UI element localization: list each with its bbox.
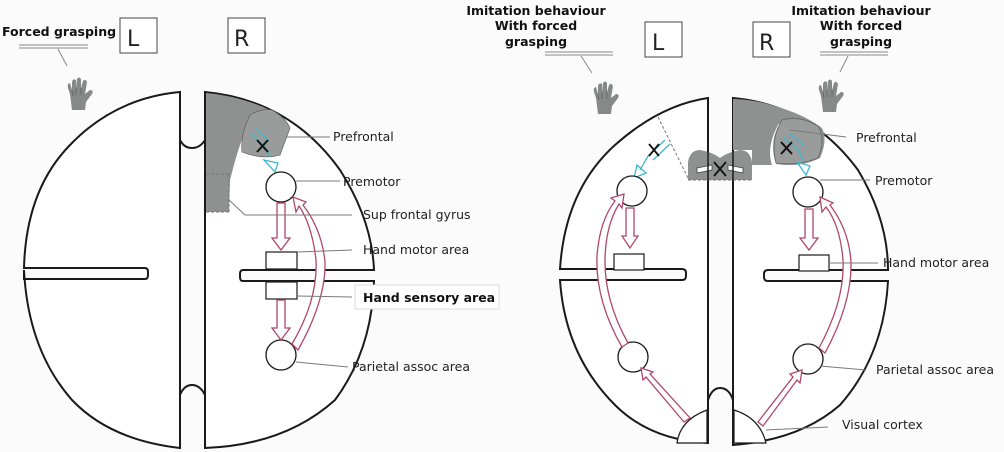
hand-motor-node [613, 253, 645, 271]
premotor-to-motor-arrow [270, 202, 292, 252]
forced-grasping-label: Forced grasping [2, 24, 116, 39]
hand-icon [818, 79, 845, 113]
label-premotor: Premotor [343, 174, 401, 189]
right-hemisphere [732, 96, 890, 447]
hemisphere-label-right: R [234, 27, 249, 52]
left-figure: Forced grasping L R [2, 17, 500, 450]
premotor-node [792, 176, 824, 208]
hemisphere-box-right [752, 21, 791, 58]
hemisphere-label-right: R [759, 31, 774, 56]
label-prefrontal: Prefrontal [856, 130, 917, 145]
premotor-to-motor-arrow [620, 207, 640, 250]
parietal-node [792, 343, 824, 375]
callosum-lesion [688, 150, 752, 180]
hemisphere-label-left: L [652, 31, 665, 56]
inhibited-arrowhead [633, 163, 648, 180]
leader-line [789, 129, 847, 138]
imitation-label-left-line1: Imitation behaviour [466, 3, 606, 18]
premotor-to-motor-arrow [798, 208, 820, 252]
hemisphere-box-left [119, 17, 158, 54]
imitation-label-right-line3: grasping [830, 34, 892, 49]
label-parietal-assoc-area: Parietal assoc area [352, 359, 470, 374]
label-sup-frontal-gyrus: Sup frontal gyrus [363, 207, 471, 222]
hand-sensory-node [265, 281, 298, 300]
visual-to-parietal-arrow [757, 369, 803, 427]
callosum-bottom [179, 383, 206, 396]
inhibited-arrow [639, 139, 671, 171]
hand-icon [593, 81, 620, 115]
parietal-to-premotor-arrow [596, 193, 629, 348]
lesion-shaded-region [206, 93, 270, 212]
label-parietal-assoc-area: Parietal assoc area [876, 362, 994, 377]
hand-icon [67, 77, 94, 111]
imitation-label-left-line3: grasping [505, 34, 567, 49]
hand-motor-node [265, 251, 298, 270]
left-hemisphere [558, 96, 709, 445]
leader-line [295, 361, 349, 368]
premotor-node [616, 175, 648, 207]
label-hand-motor-area: Hand motor area [883, 255, 989, 270]
left-hemisphere [22, 90, 181, 450]
leader-line [57, 48, 68, 67]
leader-line [839, 55, 849, 73]
hemisphere-box-right [227, 17, 266, 54]
highlight-box [354, 284, 500, 310]
prefrontal-region [241, 109, 291, 158]
label-hand-sensory-area: Hand sensory area [363, 290, 495, 305]
premotor-node [265, 171, 297, 203]
inhibited-arrow [783, 132, 805, 163]
imitation-label-right-line2: With forced [820, 18, 902, 33]
parietal-to-premotor-arrow [291, 195, 326, 352]
x-mark [780, 141, 793, 155]
callosum-bottom [707, 386, 734, 401]
leader-line [580, 55, 593, 74]
leader-line [296, 249, 353, 253]
callosum-top [179, 139, 206, 150]
hand-motor-node [798, 254, 830, 272]
x-mark [648, 143, 660, 157]
leader-line [765, 426, 829, 431]
visual-cortex-node [676, 409, 708, 444]
inhibited-arrowhead [795, 160, 811, 177]
visual-cortex-node [733, 409, 767, 444]
label-hand-motor-area: Hand motor area [363, 242, 469, 257]
x-mark [256, 139, 269, 153]
visual-to-parietal-arrow [640, 367, 691, 423]
label-visual-cortex: Visual cortex [842, 417, 923, 432]
sensory-to-parietal-arrow [270, 299, 292, 342]
lesion-shaded-region [733, 99, 790, 165]
imitation-label-left-line2: With forced [495, 18, 577, 33]
right-figure: Imitation behaviour With forced grasping… [466, 3, 994, 447]
leader-line [296, 295, 353, 298]
leader-line [819, 365, 867, 371]
imitation-label-right-line1: Imitation behaviour [791, 3, 931, 18]
inhibited-arrowhead [262, 158, 279, 174]
parietal-to-premotor-arrow [818, 195, 852, 355]
label-prefrontal: Prefrontal [333, 129, 394, 144]
hemisphere-box-left [644, 21, 683, 58]
hemisphere-label-left: L [127, 27, 140, 52]
parietal-node [265, 339, 297, 371]
leader-line [228, 199, 352, 216]
parietal-node [617, 341, 649, 373]
label-premotor: Premotor [875, 173, 933, 188]
prefrontal-boundary [657, 116, 689, 179]
x-mark [713, 161, 727, 177]
